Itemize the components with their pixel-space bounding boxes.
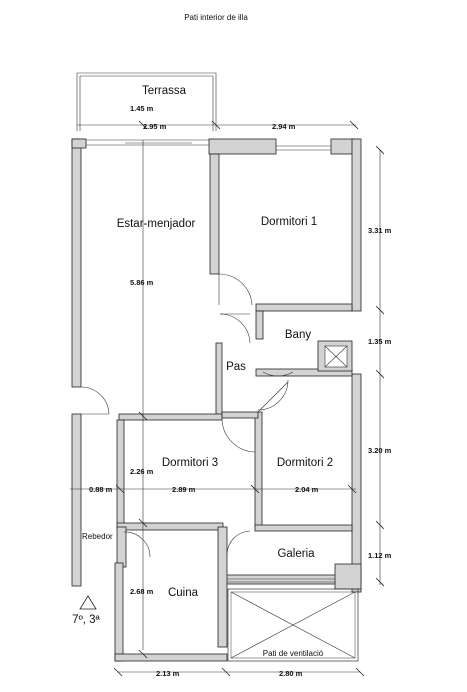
dim-dorm1-width: 2.94 m — [272, 122, 296, 131]
dim-right-dorm1: 3.31 m — [368, 226, 392, 235]
window-dorm1 — [276, 145, 331, 151]
dim-terrassa-width: 2.95 m — [143, 122, 167, 131]
dim-terrassa-depth: 1.45 m — [130, 104, 154, 113]
room-dormitori-2: Dormitori 2 — [277, 457, 333, 469]
floor-marker: 7º, 3ª — [72, 595, 101, 626]
dim-bottom-pati: 2.80 m — [279, 669, 303, 678]
room-estar-menjador: Estar-menjador — [117, 218, 196, 230]
exterior-walls — [71, 138, 362, 593]
room-cuina: Cuina — [168, 587, 199, 599]
doors — [80, 273, 294, 558]
plan-caption: Pati interior de illa — [184, 13, 248, 22]
dim-rebedor-width: 0.88 m — [89, 485, 113, 494]
dim-bottom-cuina: 2.13 m — [156, 669, 180, 678]
room-rebedor: Rebedor — [82, 532, 113, 541]
room-dormitori-3: Dormitori 3 — [162, 457, 218, 469]
room-pas: Pas — [226, 361, 246, 373]
window-estar — [86, 139, 209, 146]
room-bany: Bany — [285, 329, 311, 341]
dim-right-bany: 1.35 m — [368, 337, 392, 346]
dim-dorm3-depth: 2.26 m — [130, 467, 154, 476]
dim-cuina-depth: 2.68 m — [130, 587, 154, 596]
window-galeria — [227, 578, 335, 583]
triangle-marker-icon — [79, 595, 97, 610]
room-galeria: Galeria — [277, 548, 315, 560]
shaft — [324, 345, 348, 368]
room-dormitori-1: Dormitori 1 — [261, 216, 317, 228]
dimension-lines — [70, 120, 385, 677]
floor-label: 7º, 3ª — [72, 614, 100, 626]
dim-right-dorm2: 3.20 m — [368, 446, 392, 455]
room-pati-ventilacio: Pati de ventilació — [263, 649, 324, 658]
interior-walls — [114, 153, 353, 662]
dim-dorm3-width: 2.89 m — [172, 485, 196, 494]
dim-estar-length: 5.86 m — [130, 278, 154, 287]
dim-right-galeria: 1.12 m — [368, 551, 392, 560]
ventilation-patio — [227, 588, 359, 662]
dim-dorm2-width: 2.04 m — [295, 485, 319, 494]
terrace — [76, 72, 217, 131]
room-terrassa: Terrassa — [142, 85, 187, 97]
